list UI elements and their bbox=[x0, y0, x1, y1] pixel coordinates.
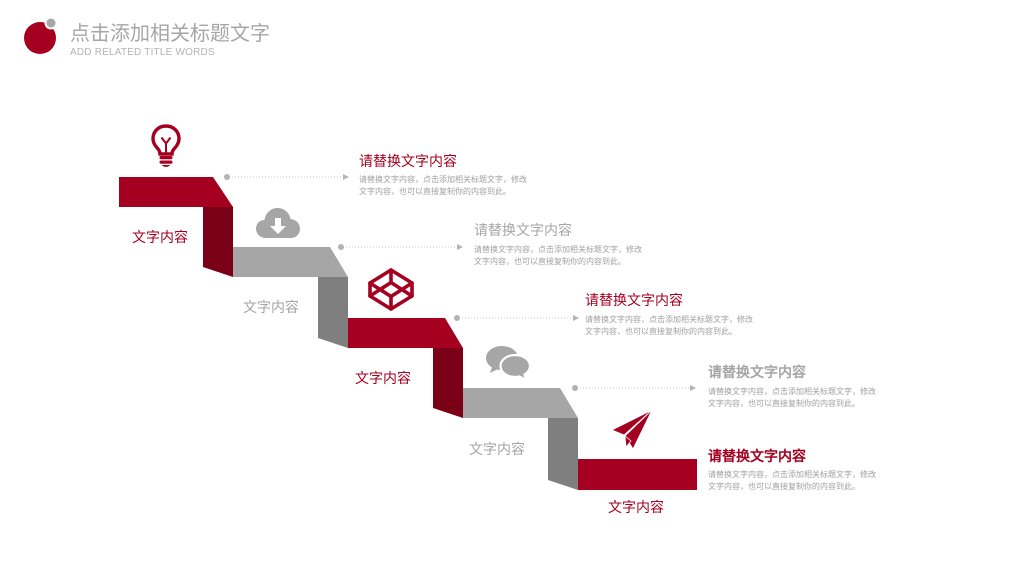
page-title: 点击添加相关标题文字 bbox=[70, 21, 270, 45]
step-1-band bbox=[119, 177, 233, 207]
step-2-heading: 请替换文字内容 bbox=[474, 223, 572, 239]
step-1-body-line: 文字内容，也可以直接复制你的内容到此。 bbox=[359, 187, 511, 196]
step-5-label: 文字内容 bbox=[608, 500, 664, 516]
step-3-heading: 请替换文字内容 bbox=[585, 293, 683, 309]
connector-4 bbox=[572, 385, 696, 391]
step-3-body-line: 请替换文字内容，点击添加相关标题文字，修改 bbox=[585, 315, 753, 324]
step-5-body-line: 请替换文字内容，点击添加相关标题文字，修改 bbox=[708, 470, 876, 479]
step-3-body-line: 文字内容，也可以直接复制你的内容到此。 bbox=[585, 327, 737, 336]
step-5-band bbox=[578, 459, 697, 490]
codepen-cube-icon bbox=[368, 268, 414, 311]
step-4-band bbox=[463, 388, 578, 418]
step-1-body: 请替换文字内容，点击添加相关标题文字，修改 文字内容，也可以直接复制你的内容到此… bbox=[359, 174, 527, 198]
page-subtitle: ADD RELATED TITLE WORDS bbox=[70, 47, 215, 58]
step-3-band bbox=[348, 318, 463, 348]
step-5-heading: 请替换文字内容 bbox=[708, 449, 806, 465]
step-3-body: 请替换文字内容，点击添加相关标题文字，修改 文字内容，也可以直接复制你的内容到此… bbox=[585, 314, 753, 338]
step-5-body: 请替换文字内容，点击添加相关标题文字，修改 文字内容，也可以直接复制你的内容到此… bbox=[708, 469, 876, 493]
step-2-body-line: 文字内容，也可以直接复制你的内容到此。 bbox=[474, 257, 626, 266]
step-2-riser bbox=[318, 277, 348, 348]
step-4-riser bbox=[548, 418, 578, 490]
step-1-heading: 请替换文字内容 bbox=[359, 154, 457, 170]
connector-3 bbox=[454, 315, 579, 321]
step-1-label: 文字内容 bbox=[132, 230, 188, 246]
step-1-body-line: 请替换文字内容，点击添加相关标题文字，修改 bbox=[359, 175, 527, 184]
step-4-label: 文字内容 bbox=[469, 442, 525, 458]
paper-plane-icon bbox=[611, 409, 653, 450]
step-2-body: 请替换文字内容，点击添加相关标题文字，修改 文字内容，也可以直接复制你的内容到此… bbox=[474, 244, 642, 268]
step-2-label: 文字内容 bbox=[243, 300, 299, 316]
lightbulb-icon bbox=[151, 124, 181, 167]
cloud-download-icon bbox=[256, 208, 300, 238]
step-4-body: 请替换文字内容，点击添加相关标题文字，修改 文字内容，也可以直接复制你的内容到此… bbox=[708, 386, 876, 410]
step-4-heading: 请替换文字内容 bbox=[708, 365, 806, 381]
step-5-body-line: 文字内容，也可以直接复制你的内容到此。 bbox=[708, 482, 860, 491]
connector-1 bbox=[224, 174, 349, 180]
connector-2 bbox=[338, 244, 463, 250]
step-1-riser bbox=[203, 207, 233, 277]
step-2-band bbox=[233, 247, 348, 277]
step-2-body-line: 请替换文字内容，点击添加相关标题文字，修改 bbox=[474, 245, 642, 254]
step-3-label: 文字内容 bbox=[355, 371, 411, 387]
step-4-body-line: 请替换文字内容，点击添加相关标题文字，修改 bbox=[708, 387, 876, 396]
step-4-body-line: 文字内容，也可以直接复制你的内容到此。 bbox=[708, 399, 860, 408]
logo-circle-icon bbox=[24, 16, 58, 54]
step-3-riser bbox=[433, 348, 463, 418]
chat-bubbles-icon bbox=[486, 346, 532, 383]
